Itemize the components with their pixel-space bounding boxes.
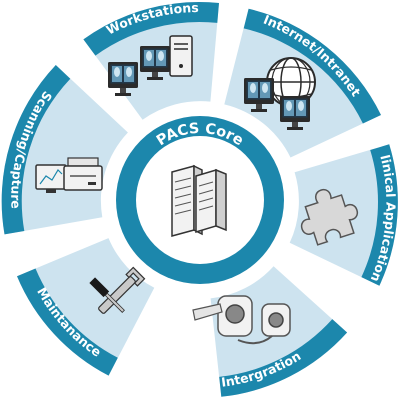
- band-clinical: [361, 144, 398, 286]
- mri-scanner-icon: [192, 295, 291, 345]
- workstation-monitors-icon: [108, 35, 193, 96]
- puzzle-piece-icon: [300, 188, 359, 246]
- band-workstations: [83, 2, 220, 56]
- wrench-screwdriver-icon: [89, 266, 146, 314]
- band-integration: [219, 319, 348, 397]
- band-scanning: [1, 65, 71, 235]
- globe-monitors-icon: [244, 57, 316, 130]
- band-internet: [243, 8, 381, 124]
- printer-scanner-icon: [35, 157, 103, 193]
- segment-maintenance[interactable]: [17, 238, 155, 376]
- band-maintenance: [17, 268, 118, 376]
- server-rack-icon: [171, 164, 227, 237]
